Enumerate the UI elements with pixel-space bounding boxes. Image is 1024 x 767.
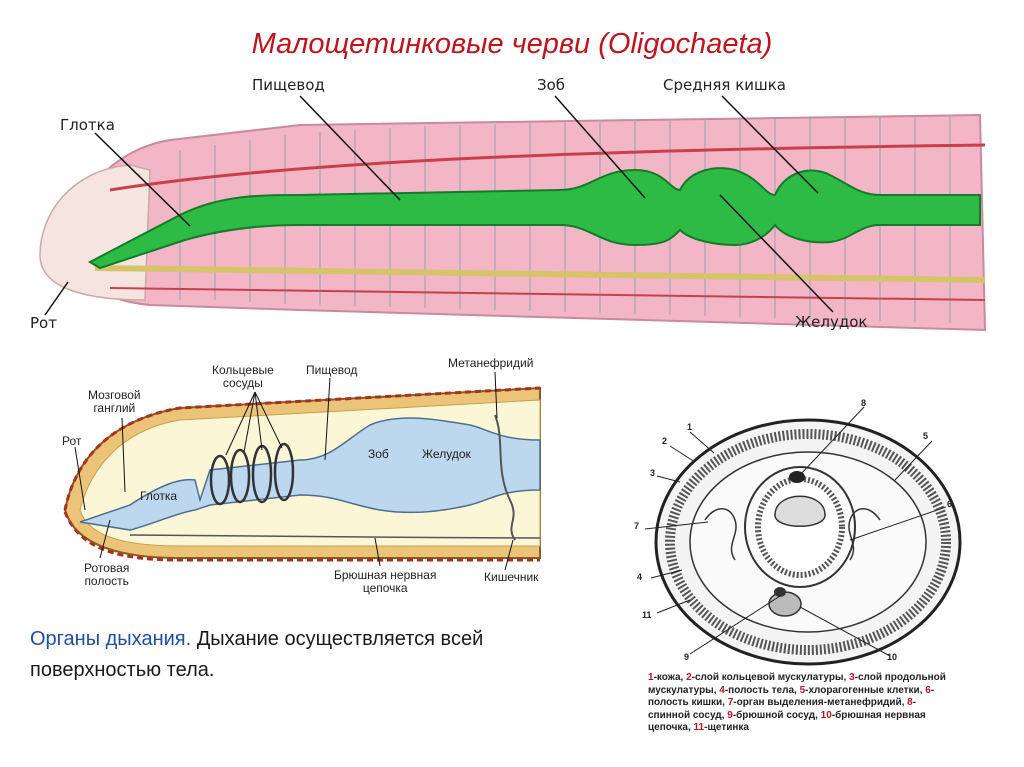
cross-number-4: 4 [637,572,642,582]
legend-number: 11 [694,722,705,733]
cross-number-8: 8 [861,398,866,408]
legend-text: -хлорагогенные клетки, [805,685,925,696]
legend-text: -слой кольцевой мускулатуры, [692,672,849,683]
cross-number-5: 5 [923,431,928,441]
cross-number-9: 9 [684,652,689,662]
label-esophagus: Пищевод [252,76,325,94]
label-brain-ganglion: Мозговой ганглий [88,389,141,415]
cross-number-1: 1 [687,422,692,432]
respiration-heading: Органы дыхания. [30,628,191,650]
label-nerve-chain: Брюшная нервная цепочка [334,569,436,595]
legend-text: -щетинка [704,722,749,733]
cross-number-7: 7 [634,521,639,531]
legend-text: -орган выделения-метанефридий, [733,697,907,708]
cross-number-6: 6 [947,499,952,509]
legend-text: -брюшной сосуд, [733,710,821,721]
legend-number: 10 [821,710,832,721]
worm-longitudinal-diagram [40,96,985,330]
respiration-text: Органы дыхания. Дыхание осуществляется в… [30,624,570,686]
cross-number-11: 11 [642,610,652,620]
label-mouth: Рот [30,314,57,332]
label-midgut: Средняя кишка [663,76,786,94]
legend-text: -кожа, [654,672,687,683]
cross-number-2: 2 [662,436,667,446]
label-intestine: Кишечник [484,571,538,584]
label-gizzard: Желудок [795,313,867,331]
label-metanephridium: Метанефридий [448,357,533,370]
label-crop-2: Зоб [368,448,389,461]
label-pharynx-2: Глотка [140,490,177,503]
label-gizzard-2: Желудок [422,448,471,461]
worm-cross-section-diagram [645,407,960,664]
cross-number-10: 10 [887,652,897,662]
cross-number-3: 3 [650,468,655,478]
legend-text: -полость тела, [725,685,800,696]
label-mouth-2: Рот [62,435,81,448]
label-pharynx: Глотка [60,116,115,134]
label-esophagus-2: Пищевод [306,364,357,377]
cross-section-legend: 1-кожа, 2-слой кольцевой мускулатуры, 3-… [648,672,948,735]
label-crop: Зоб [537,76,565,94]
label-oral-cavity: Ротовая полость [84,562,129,588]
label-ring-vessels: Кольцевые сосуды [212,364,274,390]
